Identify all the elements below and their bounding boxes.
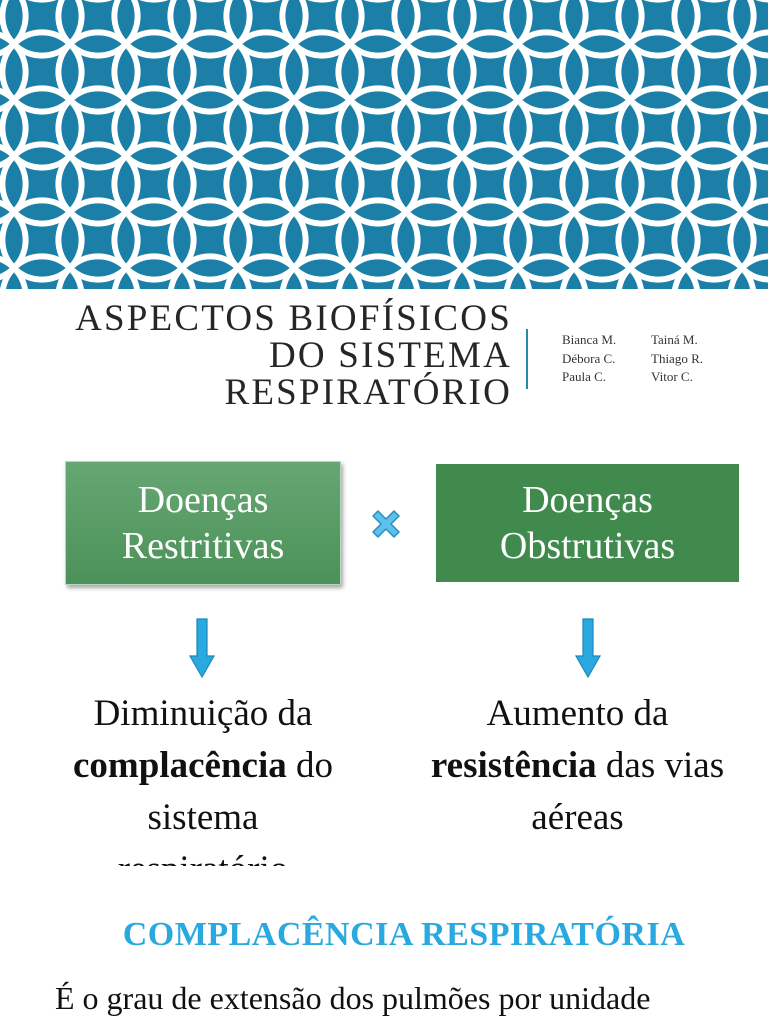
box-label-line: Restritivas xyxy=(121,525,285,567)
desc-line: Aumento da xyxy=(486,693,669,734)
box-label-line: Doenças xyxy=(522,479,653,521)
desc-keyword: resistência xyxy=(430,745,597,786)
title-divider xyxy=(526,329,528,389)
authors-column-2: Tainá M. Thiago R. Vitor C. xyxy=(651,331,703,387)
author-name: Thiago R. xyxy=(651,350,703,366)
section-heading: COMPLACÊNCIA RESPIRATÓRIA xyxy=(122,916,686,953)
desc-line: Diminuição da xyxy=(93,693,313,734)
author-name: Paula C. xyxy=(562,369,607,384)
section-text: É o grau de extensão dos pulmões por uni… xyxy=(55,980,651,1016)
author-name: Débora C. xyxy=(562,350,616,366)
authors-column-1: Bianca M. Débora C. Paula C. xyxy=(562,331,616,387)
title-line-1: Aspectos Biofísicos xyxy=(75,298,512,339)
desc-text: das vias xyxy=(596,745,725,786)
arrow-down-icon xyxy=(189,618,215,678)
restrictive-description: Diminuição da complacência do sistema re… xyxy=(28,688,378,866)
desc-text: do xyxy=(286,745,333,786)
presentation-title: Aspectos Biofísicos do Sistema Respirató… xyxy=(75,300,512,411)
x-mark-icon xyxy=(372,510,400,538)
obstructive-description: Aumento da resistência das vias aéreas xyxy=(400,688,755,848)
decorative-banner xyxy=(0,0,768,289)
title-line-3: Respiratório xyxy=(224,372,512,413)
box-label-line: Doenças xyxy=(137,479,269,521)
title-line-2: do Sistema xyxy=(269,335,512,376)
desc-line: aéreas xyxy=(531,797,624,838)
desc-line: sistema xyxy=(147,797,259,838)
desc-keyword: complacência xyxy=(73,745,287,786)
author-name: Vitor C. xyxy=(651,369,693,384)
desc-line: complacência do xyxy=(28,740,378,792)
desc-line: respiratório xyxy=(28,844,378,866)
box-label-line: Obstrutivas xyxy=(499,525,676,567)
restrictive-diseases-box: Doenças Restritivas xyxy=(65,461,341,585)
circle-lattice-pattern xyxy=(0,0,768,289)
author-name: Tainá M. xyxy=(651,332,698,347)
arrow-down-icon xyxy=(575,618,601,678)
obstructive-diseases-box: Doenças Obstrutivas xyxy=(436,464,739,582)
desc-line: resistência das vias xyxy=(400,740,755,792)
author-name: Bianca M. xyxy=(562,332,617,347)
